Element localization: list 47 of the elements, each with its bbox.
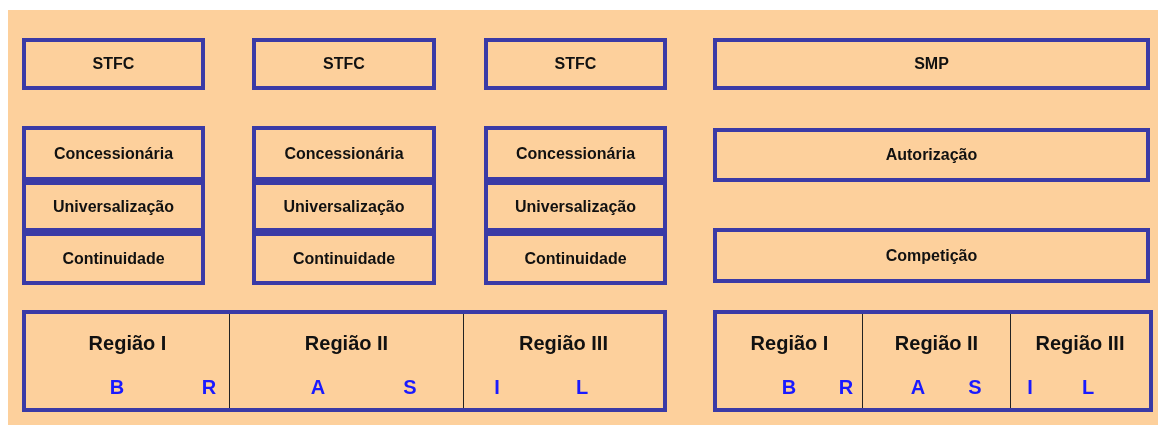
box-label: Concessionária (53, 144, 174, 163)
label-box (484, 126, 667, 181)
box-label: Continuidade (524, 249, 627, 268)
label-box (22, 38, 205, 90)
box-label: Universalização (283, 197, 405, 216)
region-band (22, 310, 667, 412)
letter-label: R (838, 376, 854, 399)
region-label: Região II (303, 332, 390, 355)
box-label: STFC (92, 55, 135, 73)
letter-label: R (201, 376, 217, 399)
label-box (484, 38, 667, 90)
label-box (713, 38, 1150, 90)
box-label: STFC (554, 55, 597, 73)
box-label: Autorização (885, 146, 978, 164)
box-label: Concessionária (515, 144, 636, 163)
box-label: Competição (885, 246, 978, 265)
region-label: Região II (893, 332, 980, 355)
region-label: Região I (87, 332, 168, 355)
box-label: Universalização (515, 197, 636, 216)
label-box (22, 126, 205, 181)
letter-label: S (403, 376, 417, 399)
letter-label: I (1027, 376, 1033, 399)
letter-label: A (910, 376, 926, 399)
label-box (252, 232, 436, 285)
box-label: Concessionária (284, 144, 404, 163)
letter-label: I (494, 376, 500, 399)
letter-label: B (781, 376, 797, 399)
label-box (713, 128, 1150, 182)
label-box (484, 232, 667, 285)
region-band (713, 310, 1153, 412)
box-label: Continuidade (292, 249, 396, 268)
region-label: Região III (518, 332, 609, 355)
label-box (713, 228, 1150, 283)
box-label: STFC (323, 55, 365, 73)
letter-label: S (968, 376, 982, 399)
box-label: Universalização (53, 197, 174, 216)
letter-label: A (310, 376, 326, 399)
region-label: Região I (749, 332, 830, 355)
label-box (22, 232, 205, 285)
region-label: Região III (1034, 332, 1126, 355)
letter-label: L (575, 376, 589, 399)
box-label: Continuidade (62, 249, 165, 268)
box-label: SMP (914, 55, 949, 73)
letter-label: L (1081, 376, 1095, 399)
letter-label: B (109, 376, 125, 399)
label-box (252, 38, 436, 90)
label-box (252, 126, 436, 181)
